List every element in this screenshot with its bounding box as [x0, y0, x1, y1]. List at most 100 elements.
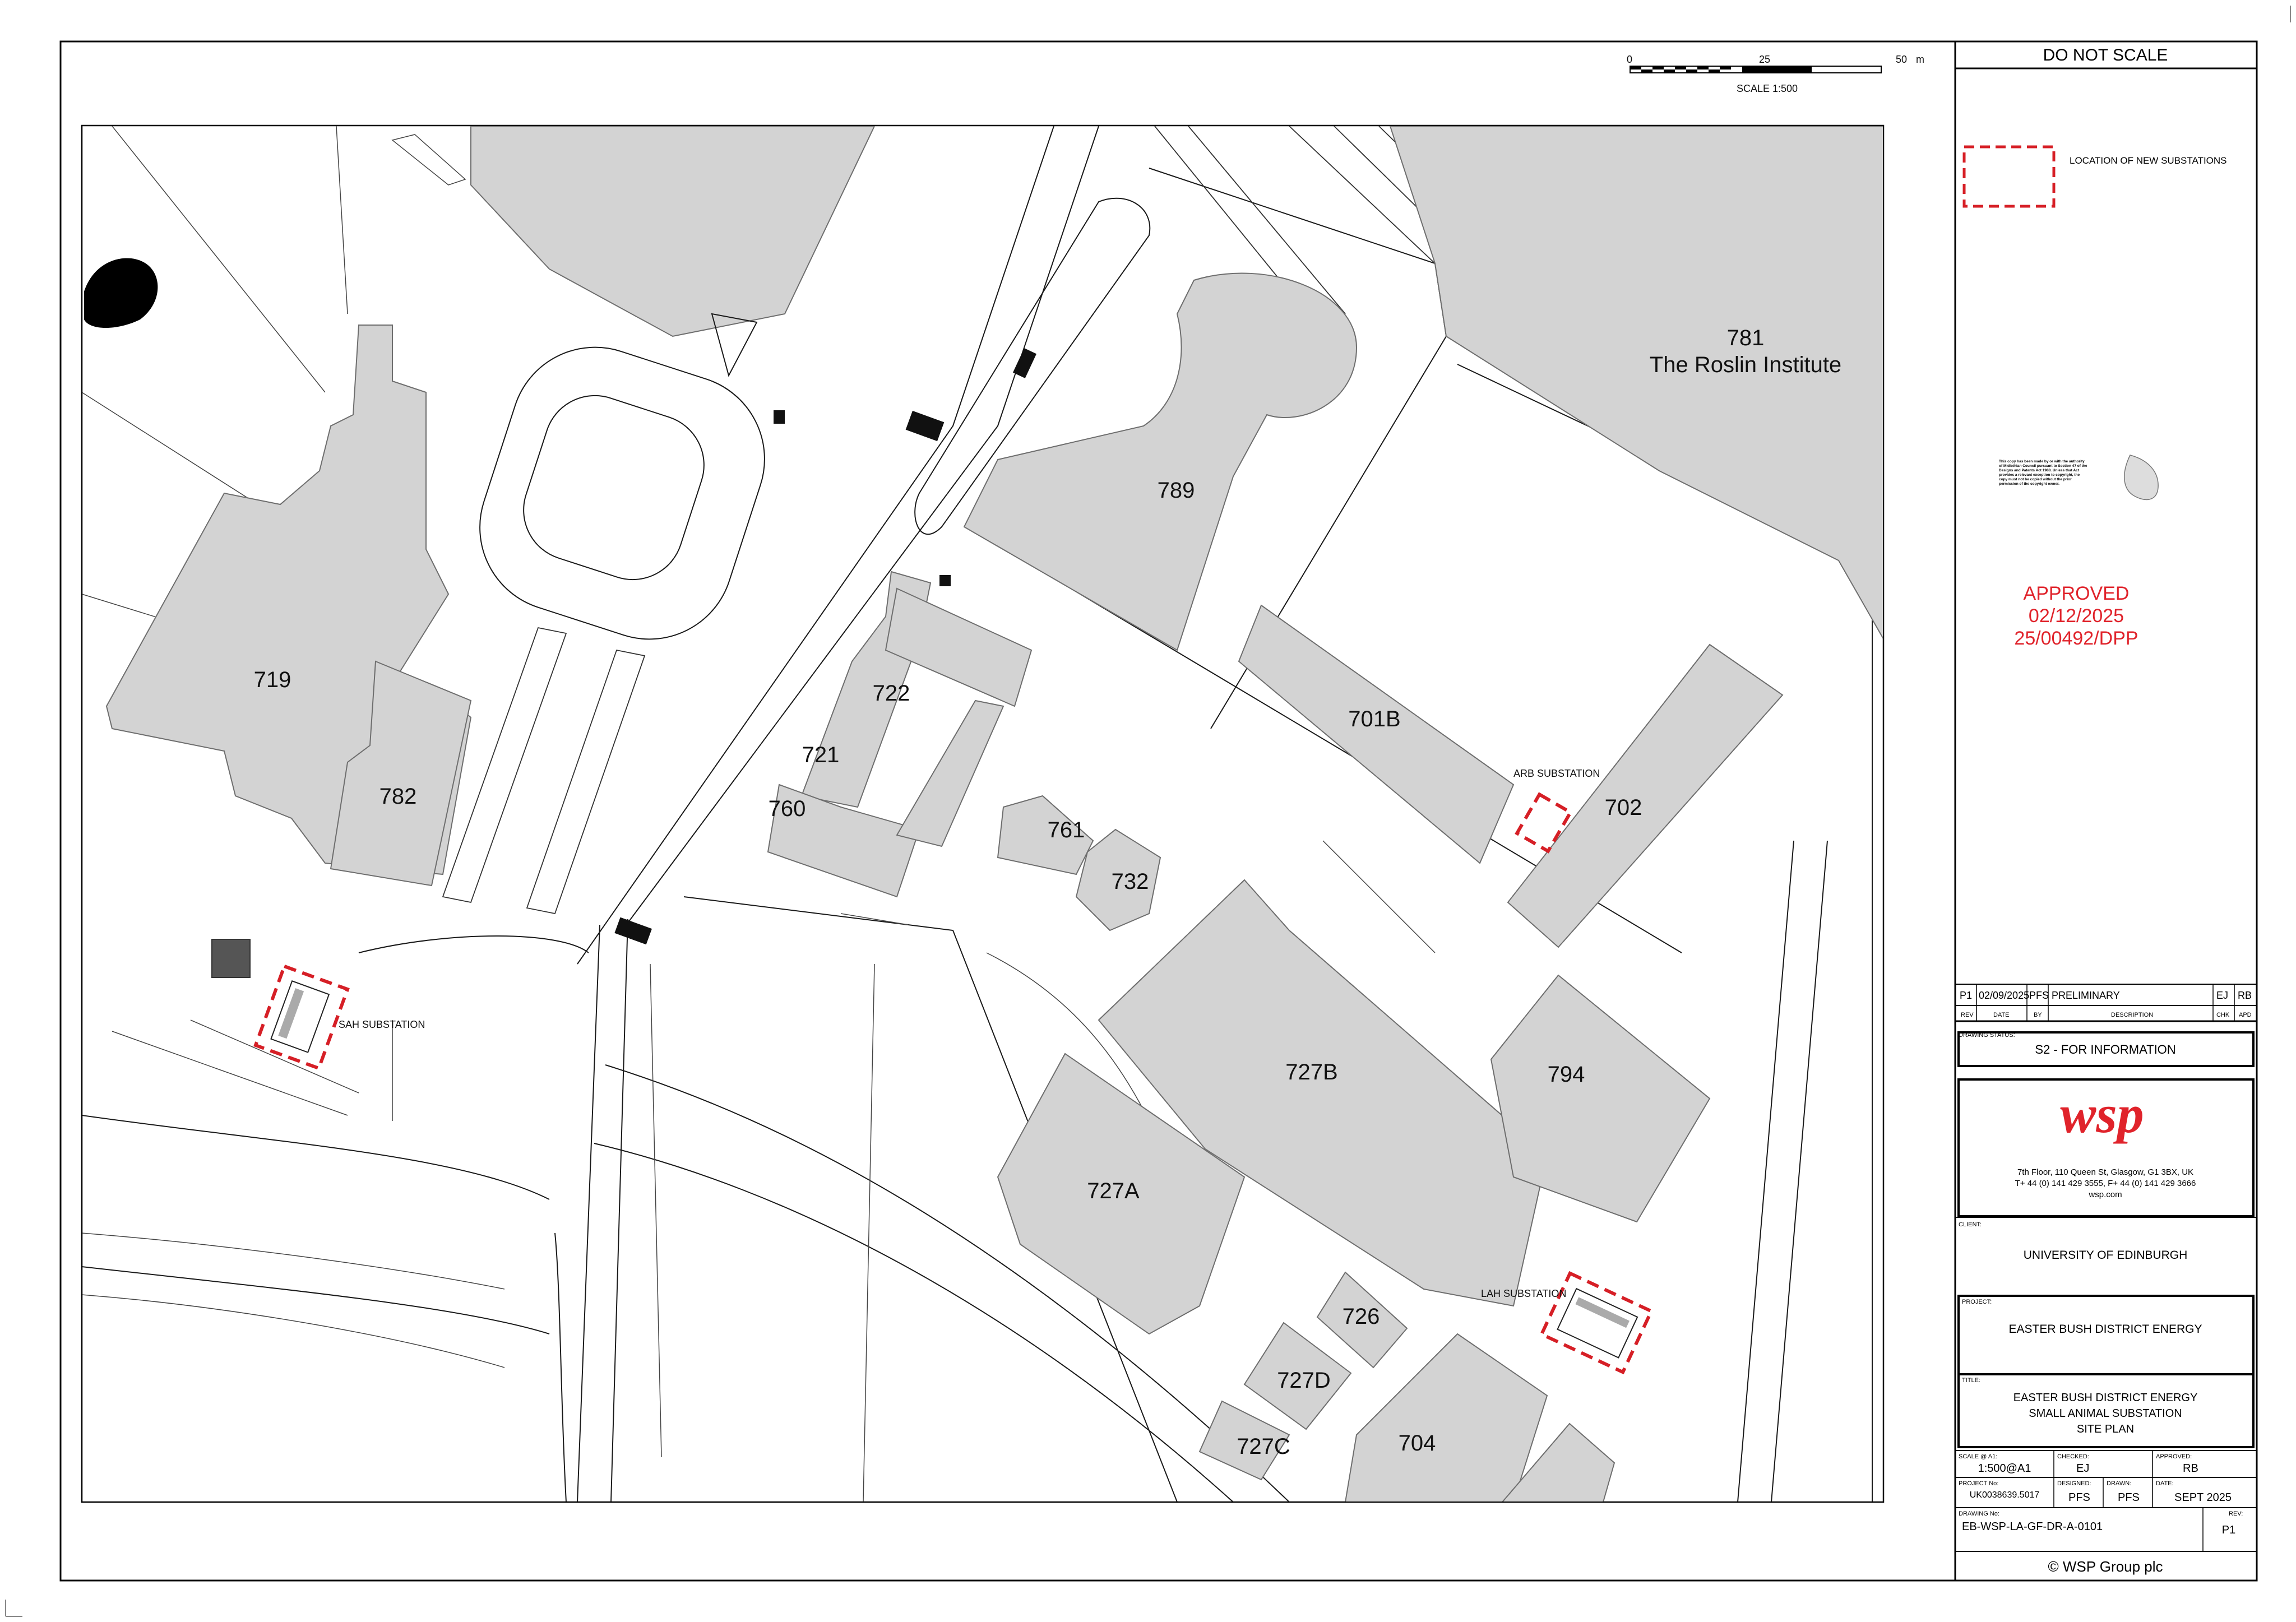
project-no-label: PROJECT No: [1959, 1480, 1998, 1487]
building-789 [963, 272, 1358, 651]
rev-header-chk: CHK [2216, 1012, 2230, 1018]
building-727x [896, 699, 1004, 847]
client-name: UNIVERSITY OF EDINBURGH [2024, 1249, 2187, 1262]
client-label: CLIENT: [1959, 1221, 1982, 1228]
designed-field: PFS [2068, 1491, 2090, 1504]
building-727C [1198, 1400, 1290, 1481]
legend-substation-swatch [1962, 145, 2056, 208]
drawing-no-field: EB-WSP-LA-GF-DR-A-0101 [1962, 1521, 2103, 1533]
approved-field: RB [2183, 1462, 2198, 1475]
roundabout-outer [479, 346, 765, 640]
label-719: 719 [254, 668, 291, 692]
building-794 [1490, 974, 1711, 1223]
drawn-field: PFS [2118, 1491, 2140, 1504]
pond-feature [84, 258, 158, 328]
project-no-field: UK0038639.5017 [1970, 1490, 2040, 1500]
label-781-name: The Roslin Institute [1650, 353, 1841, 377]
scale-unit: m [1916, 54, 1924, 65]
scale-tick-0: 0 [1627, 54, 1632, 65]
rev-value: P1 [1960, 990, 1972, 1001]
rev-apd: RB [2238, 990, 2252, 1001]
label-722: 722 [873, 681, 910, 706]
building-bottom-right [1502, 1422, 1615, 1501]
approved-stamp-title: APPROVED [2024, 583, 2130, 604]
checked-field: EJ [2076, 1462, 2089, 1475]
building-781 [1389, 126, 1883, 639]
label-704: 704 [1399, 1431, 1436, 1456]
label-782: 782 [379, 784, 417, 809]
drawing-status: S2 - FOR INFORMATION [2035, 1042, 2175, 1056]
label-781: 781 [1727, 326, 1765, 350]
scale-label: SCALE 1:500 [1737, 83, 1798, 94]
title-line-2: SMALL ANIMAL SUBSTATION [2029, 1407, 2182, 1420]
label-726: 726 [1343, 1304, 1380, 1329]
label-arb-substation: ARB SUBSTATION [1513, 768, 1600, 779]
checked-label: CHECKED: [2057, 1453, 2089, 1460]
project-label: PROJECT: [1962, 1299, 1992, 1305]
copyright-notice: This copy has been made by or with the a… [1999, 460, 2087, 486]
rev-header-date: DATE [1993, 1012, 2010, 1018]
rev-header-apd: APD [2239, 1012, 2252, 1018]
label-732: 732 [1112, 869, 1149, 894]
substation-lah-equipment [1557, 1287, 1638, 1359]
building-761 [997, 795, 1094, 875]
label-sah-substation: SAH SUBSTATION [339, 1019, 425, 1030]
date-label: DATE: [2156, 1480, 2174, 1487]
label-794: 794 [1548, 1062, 1585, 1087]
building-701B [1238, 604, 1515, 864]
copyright-footer: © WSP Group plc [2048, 1558, 2163, 1575]
designed-label: DESIGNED: [2057, 1480, 2091, 1487]
road-line [82, 1115, 550, 1200]
title-block: DO NOT SCALE LOCATION OF NEW SUBSTATIONS… [1954, 40, 2258, 1582]
title-label: TITLE: [1962, 1377, 1980, 1384]
title-line-3: SITE PLAN [2077, 1423, 2134, 1435]
date-field: SEPT 2025 [2174, 1491, 2232, 1504]
approved-label: APPROVED: [2156, 1453, 2192, 1460]
wsp-logo: wsp [2060, 1084, 2144, 1144]
building-727D [1243, 1322, 1352, 1430]
building-722 [885, 587, 1033, 707]
drawn-label: DRAWN: [2107, 1480, 2131, 1487]
substation-sah-equipment [270, 980, 330, 1053]
building-727A [997, 1053, 1246, 1335]
substation-arb-outline [1515, 792, 1573, 854]
label-701B: 701B [1348, 707, 1400, 731]
plant-block [211, 939, 251, 978]
rev-header-by: BY [2034, 1012, 2042, 1018]
label-760: 760 [769, 796, 806, 821]
map-canvas: 781 The Roslin Institute 789 719 782 722… [82, 126, 1883, 1501]
company-address-3: wsp.com [2088, 1190, 2122, 1199]
label-lah-substation: LAH SUBSTATION [1481, 1288, 1566, 1299]
building-732 [1075, 828, 1161, 932]
oak-leaf-icon [2123, 455, 2159, 500]
rev-field-label: REV: [2229, 1510, 2243, 1517]
rev-field: P1 [2222, 1524, 2235, 1536]
company-address-1: 7th Floor, 110 Queen St, Glasgow, G1 3BX… [2017, 1167, 2193, 1177]
building-704 [1345, 1333, 1548, 1501]
crossing-mark [905, 410, 945, 442]
label-727D: 727D [1277, 1368, 1331, 1393]
company-address-2: T+ 44 (0) 141 429 3555, F+ 44 (0) 141 42… [2015, 1179, 2196, 1188]
substation-lah-outline [1539, 1271, 1654, 1375]
building-727B [1098, 879, 1548, 1307]
rev-chk: EJ [2216, 990, 2228, 1001]
approved-stamp-date: 02/12/2025 [2029, 605, 2124, 627]
title-line-1: EASTER BUSH DISTRICT ENERGY [2013, 1392, 2198, 1404]
scale-tick-50: 50 [1896, 54, 1907, 65]
building-760 [767, 784, 920, 898]
building-702 [1507, 643, 1784, 948]
label-727A: 727A [1087, 1179, 1140, 1203]
label-702: 702 [1605, 795, 1642, 820]
scale-tick-25: 25 [1759, 54, 1770, 65]
label-727C: 727C [1237, 1434, 1290, 1459]
drawing-no-label: DRAWING No: [1959, 1510, 1999, 1517]
label-789: 789 [1158, 478, 1195, 503]
building-top-left [470, 126, 876, 337]
crossing-mark [614, 917, 652, 945]
label-721: 721 [802, 743, 840, 767]
project-name: EASTER BUSH DISTRICT ENERGY [2008, 1323, 2202, 1336]
rev-by: PFS [2029, 990, 2049, 1001]
building-726 [1316, 1271, 1408, 1369]
rev-description: PRELIMINARY [2052, 990, 2120, 1001]
